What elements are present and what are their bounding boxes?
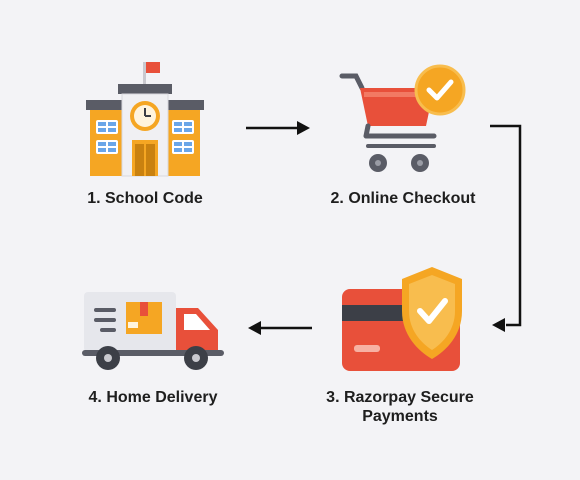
- step-3-label: 3. Razorpay Secure Payments: [320, 388, 480, 426]
- step-4-number: 4.: [88, 389, 102, 406]
- step-1-text: School Code: [105, 190, 203, 207]
- step-3-number: 3.: [326, 389, 340, 406]
- step-4-label: 4. Home Delivery: [70, 388, 236, 407]
- delivery-truck-icon: [82, 292, 224, 370]
- step-2-number: 2.: [330, 190, 344, 207]
- arrow-elbow-down: [490, 124, 522, 332]
- school-building-icon: [86, 62, 204, 177]
- arrow-right: [246, 121, 310, 135]
- secure-card-shield-icon: [342, 267, 462, 371]
- step-1-number: 1.: [87, 190, 101, 207]
- step-3-text: Razorpay Secure Payments: [343, 389, 474, 425]
- shopping-cart-check-icon: [339, 64, 466, 172]
- arrow-left: [248, 321, 312, 335]
- step-2-label: 2. Online Checkout: [318, 189, 488, 208]
- step-2-text: Online Checkout: [348, 190, 476, 207]
- step-1-label: 1. School Code: [70, 189, 220, 208]
- step-4-text: Home Delivery: [106, 389, 218, 406]
